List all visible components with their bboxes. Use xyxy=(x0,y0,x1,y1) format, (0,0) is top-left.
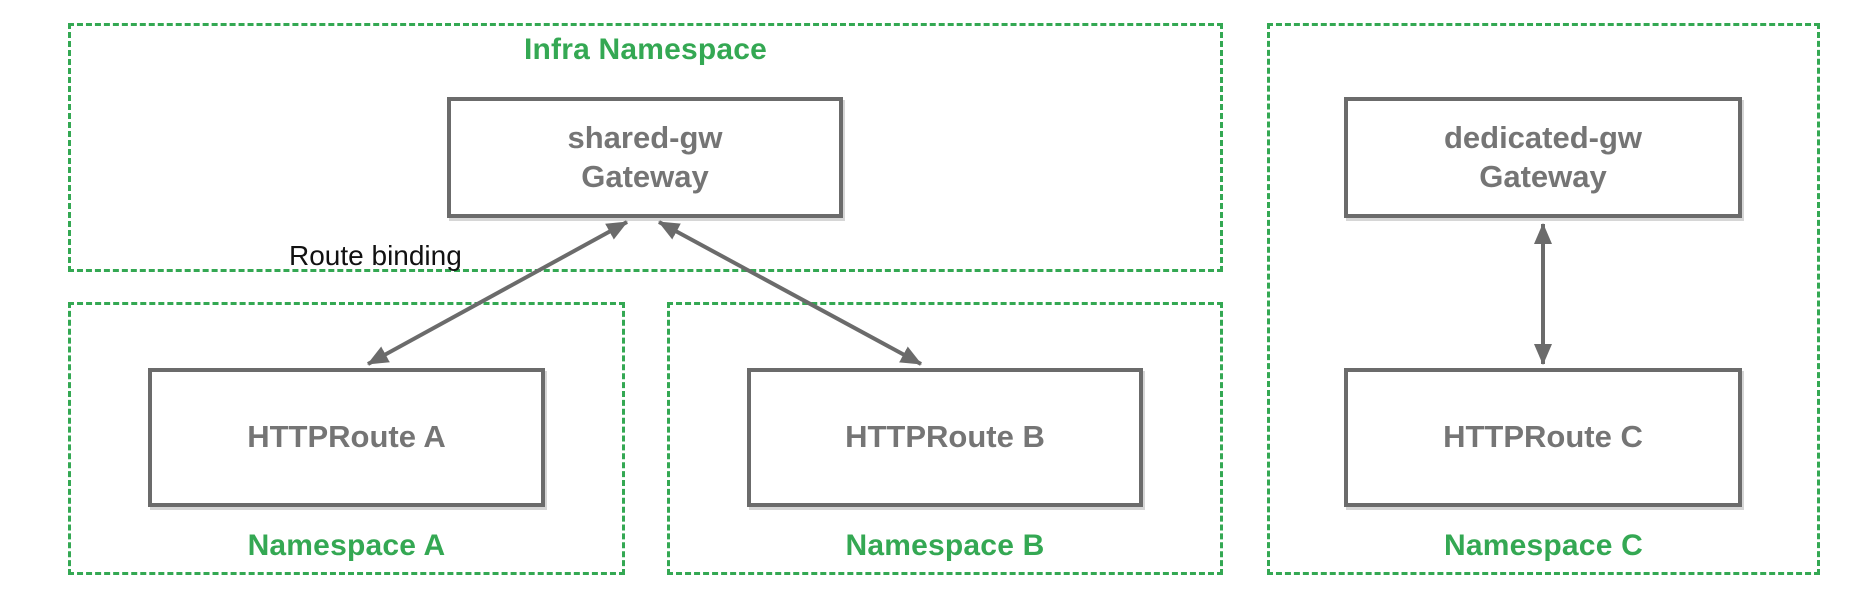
httproute-b-label: HTTPRoute B xyxy=(845,419,1045,455)
dedicated-gw-name: dedicated-gw xyxy=(1443,119,1643,155)
httproute-c-node: HTTPRoute C xyxy=(1344,368,1742,507)
namespace-c-box: Namespace C xyxy=(1267,23,1820,575)
infra-namespace-box: Infra Namespace xyxy=(68,23,1223,272)
httproute-b-node: HTTPRoute B xyxy=(747,368,1143,507)
httproute-c-label: HTTPRoute C xyxy=(1443,419,1643,455)
infra-namespace-title: Infra Namespace xyxy=(523,33,768,66)
namespace-a-title: Namespace A xyxy=(247,529,446,562)
shared-gw-gateway-node: shared-gw Gateway xyxy=(447,97,843,218)
httproute-a-label: HTTPRoute A xyxy=(247,419,446,455)
route-binding-label: Route binding xyxy=(289,240,462,271)
httproute-a-node: HTTPRoute A xyxy=(148,368,545,507)
namespace-b-title: Namespace B xyxy=(845,529,1045,562)
dedicated-gw-gateway-node: dedicated-gw Gateway xyxy=(1344,97,1742,218)
dedicated-gw-kind: Gateway xyxy=(1479,158,1607,194)
shared-gw-kind: Gateway xyxy=(581,158,709,194)
namespace-b-box: Namespace B xyxy=(667,302,1223,575)
namespace-a-box: Namespace A xyxy=(68,302,625,575)
namespace-c-title: Namespace C xyxy=(1444,529,1643,562)
shared-gw-name: shared-gw xyxy=(567,119,723,155)
